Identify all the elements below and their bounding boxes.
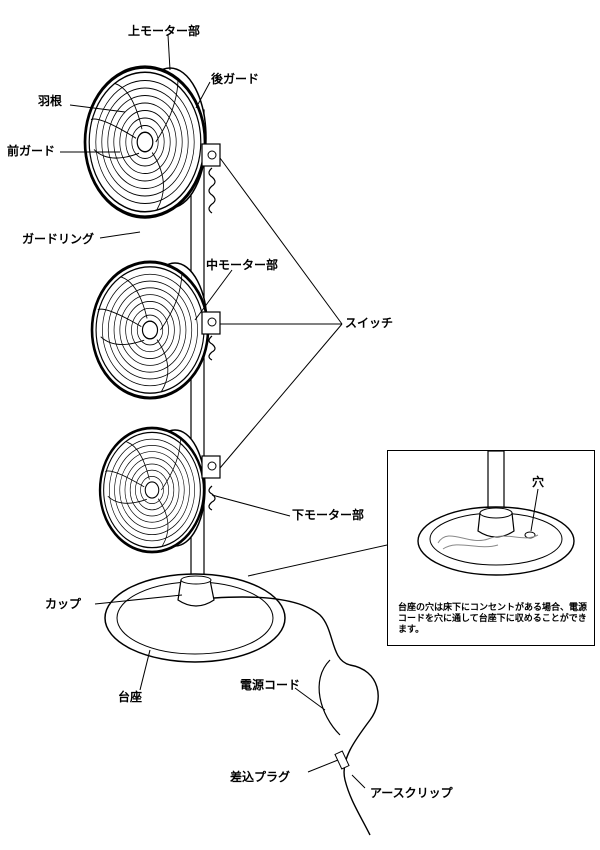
label-guard-ring: ガードリング	[22, 232, 95, 246]
label-switch: スイッチ	[345, 316, 394, 330]
label-blade: 羽根	[38, 94, 63, 108]
label-plug: 差込プラグ	[230, 770, 291, 784]
inset-base-drawing	[417, 451, 575, 576]
label-front-guard: 前ガード	[7, 144, 56, 158]
label-earth-clip: アースクリップ	[370, 786, 453, 800]
lower-fan-head	[98, 426, 221, 554]
power-cord-line	[213, 596, 379, 836]
label-upper-motor: 上モーター部	[128, 24, 201, 38]
label-power-cord: 電源コード	[240, 678, 301, 692]
label-cup: カップ	[45, 597, 82, 611]
inset-note: 台座の穴は床下にコンセントがある場合、電源コードを穴に通して台座下に収めることが…	[398, 603, 588, 635]
label-lower-motor: 下モーター部	[292, 508, 365, 522]
middle-fan-head	[90, 260, 221, 400]
label-base: 台座	[118, 690, 143, 704]
inset-detail-box: 穴 台座の穴は床下にコンセントがある場合、電源コードを穴に通して台座下に収めるこ…	[387, 450, 595, 646]
label-rear-guard: 後ガード	[211, 72, 260, 86]
base	[104, 573, 286, 663]
plug	[334, 750, 350, 770]
label-hole: 穴	[532, 475, 545, 489]
label-middle-motor: 中モーター部	[206, 258, 279, 272]
